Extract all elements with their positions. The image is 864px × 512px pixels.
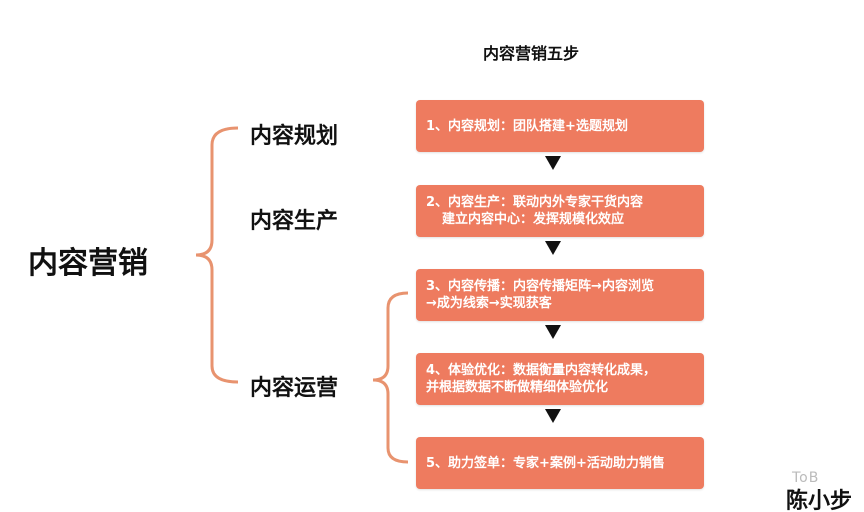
operation-bracket [372,291,409,464]
step-5-line-1: 5、助力签单：专家+案例+活动助力销售 [426,455,665,471]
stage-label-production: 内容生产 [250,209,339,234]
down-arrow-icon [545,409,561,423]
step-box-3: 3、内容传播：内容传播矩阵→内容浏览 →成为线索→实现获客 [416,269,704,321]
step-4-line-1: 4、体验优化：数据衡量内容转化成果， [426,363,657,378]
step-1-line-1: 1、内容规划：团队搭建+选题规划 [426,118,628,134]
step-3-line-1: 3、内容传播：内容传播矩阵→内容浏览 [426,279,654,294]
diagram-title: 内容营销五步 [483,44,580,63]
step-2-line-1: 2、内容生产：联动内外专家干货内容 [426,195,644,210]
step-4-line-2: 并根据数据不断做精细体验优化 [426,380,609,395]
step-box-5: 5、助力签单：专家+案例+活动助力销售 [416,437,704,489]
step-3-line-2: →成为线索→实现获客 [426,296,552,311]
main-label: 内容营销 [28,246,148,281]
step-box-2: 2、内容生产：联动内外专家干货内容建立内容中心：发挥规模化效应 [416,185,704,237]
step-box-4: 4、体验优化：数据衡量内容转化成果， 并根据数据不断做精细体验优化 [416,353,704,405]
main-bracket [195,126,239,384]
down-arrow-icon [545,156,561,170]
step-2-line-2: 建立内容中心：发挥规模化效应 [442,212,625,227]
step-box-1: 1、内容规划：团队搭建+选题规划 [416,100,704,152]
stage-label-operation: 内容运营 [250,376,339,401]
stage-label-planning: 内容规划 [250,124,339,149]
down-arrow-icon [545,241,561,255]
watermark-tob: ToB [792,470,820,486]
down-arrow-icon [545,325,561,339]
watermark-author: 陈小步 [786,489,853,512]
